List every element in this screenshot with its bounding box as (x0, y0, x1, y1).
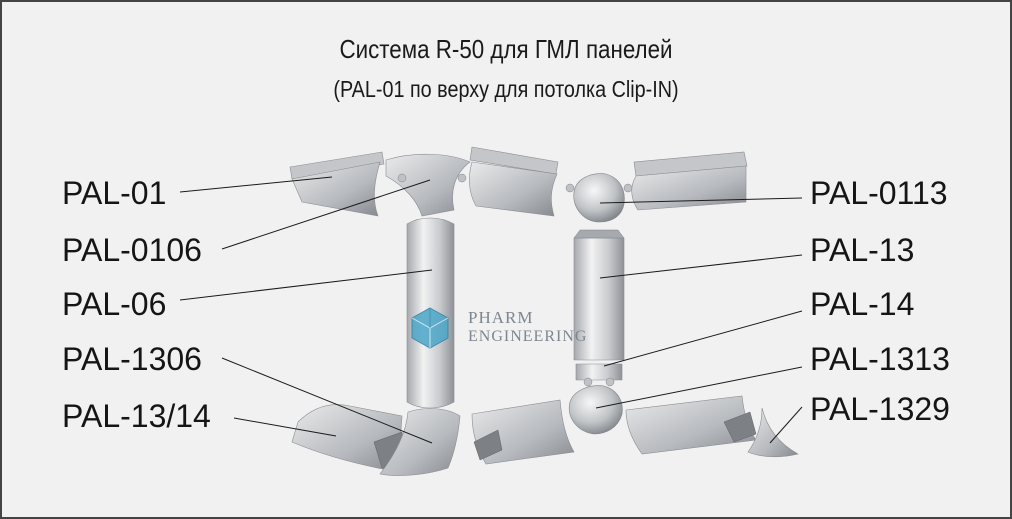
watermark-text-line1: PHARM (468, 308, 534, 327)
profile-pal-13-14-bottom-middle (471, 399, 575, 465)
profile-pal-0106-corner-top (385, 153, 471, 217)
leader-line-pal-1329 (769, 406, 803, 444)
label-pal-06: PAL-06 (62, 286, 167, 322)
leader-lines (179, 176, 803, 444)
profile-pal-14-insert (575, 363, 623, 387)
leader-line-pal-0106 (221, 179, 431, 250)
label-pal-1313: PAL-1313 (810, 341, 950, 377)
profile-pal-01-top-right (631, 151, 748, 211)
profile-pal-1329-end-cap (747, 407, 799, 458)
label-pal-1329: PAL-1329 (810, 391, 950, 427)
label-pal-01: PAL-01 (62, 175, 167, 211)
leader-line-pal-1306 (221, 357, 433, 444)
label-pal-0106: PAL-0106 (62, 232, 202, 268)
label-pal-13: PAL-13 (810, 232, 915, 268)
label-pal-14: PAL-14 (810, 286, 915, 322)
leader-line-pal-06 (179, 269, 433, 301)
label-pal-0113: PAL-0113 (810, 175, 948, 211)
watermark-text-line2: ENGINEERING (468, 328, 588, 345)
label-pal-1306: PAL-1306 (62, 341, 202, 377)
diagram-subtitle: (PAL-01 по верху для потолка Clip-IN) (333, 76, 679, 102)
leader-line-pal-0113 (599, 197, 803, 204)
diagram-title: Система R-50 для ГМЛ панелей (339, 34, 673, 64)
profile-pal-0113-corner-top (565, 173, 633, 223)
leader-line-pal-14 (603, 310, 803, 367)
leader-line-pal-13-14 (233, 417, 337, 437)
profile-pal-1313-corner-bottom (568, 385, 623, 435)
leader-line-pal-13 (599, 254, 803, 279)
label-pal-13-14: PAL-13/14 (62, 398, 211, 434)
profile-pal-01-top-middle (469, 146, 559, 217)
profile-pal-01-top-left (289, 151, 385, 217)
watermark-logo-icon (411, 307, 449, 349)
leader-line-pal-01 (179, 176, 333, 193)
profile-pal-1306-corner-bottom (379, 408, 461, 476)
profile-pal-13-vertical (573, 229, 625, 361)
profile-pal-13-14-bottom-right (625, 395, 757, 455)
leader-line-pal-1313 (595, 366, 803, 409)
